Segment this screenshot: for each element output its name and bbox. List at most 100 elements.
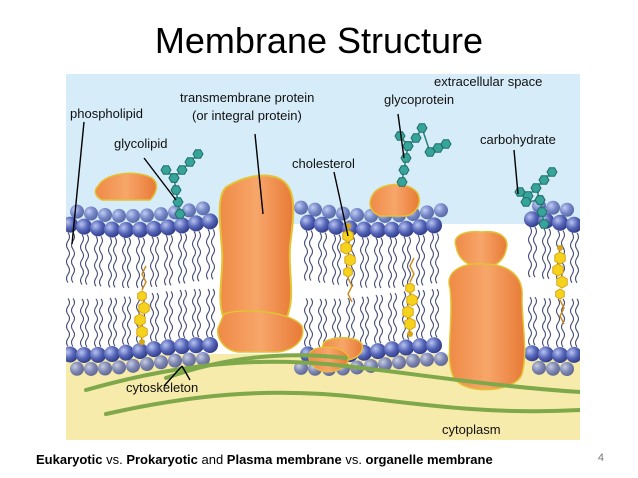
lipid-tail	[555, 298, 561, 348]
lipid-tail	[70, 298, 76, 347]
lipid-tail	[401, 236, 407, 288]
phospholipid-head	[406, 353, 420, 368]
sugar-unit	[440, 139, 452, 149]
lipid-tail	[359, 237, 365, 288]
lipid-tail	[317, 298, 323, 348]
phospholipid-head	[70, 361, 84, 376]
lipid-tail	[126, 237, 132, 289]
lipid-tail	[336, 234, 342, 286]
phospholipid-head	[182, 352, 196, 367]
cholesterol-molecules	[134, 223, 568, 345]
channel-protein-right	[448, 230, 526, 391]
phospholipid-head	[322, 204, 336, 219]
lipid-tail	[196, 231, 202, 282]
sugar-unit	[410, 133, 422, 143]
lipid-tail	[98, 298, 104, 348]
phospholipid-head	[70, 204, 84, 219]
cholesterol-ring	[554, 251, 566, 265]
carbohydrate-label: carbohydrate	[480, 132, 556, 147]
phospholipid-head	[532, 360, 546, 375]
lipid-tail	[303, 230, 309, 281]
phospholipid-head	[356, 221, 372, 238]
lipid-tail	[415, 234, 421, 286]
lipid-tail	[415, 289, 421, 339]
leader-lines	[71, 113, 519, 387]
phospholipid-head	[384, 221, 400, 238]
phospholipid-head	[196, 352, 210, 367]
lipid-tail	[126, 296, 132, 345]
sugar-unit	[174, 209, 186, 219]
lipid-tail	[420, 289, 426, 339]
lipid-tail	[107, 237, 113, 288]
phospholipid-head	[412, 219, 428, 236]
phospholipid-head	[118, 344, 134, 361]
phospholipid-head	[538, 346, 554, 363]
cholesterol-ring	[555, 288, 565, 300]
sugar-unit	[432, 143, 444, 153]
lipid-tail	[322, 232, 328, 284]
lipid-tail	[112, 297, 118, 347]
phospholipid-head	[378, 357, 392, 372]
lipid-tail	[420, 234, 426, 286]
cholesterol-molecule	[402, 257, 418, 337]
sugar-unit	[534, 195, 546, 205]
cholesterol-tail	[409, 257, 415, 283]
lipid-tail	[331, 234, 337, 286]
phospholipid-head	[300, 214, 316, 231]
phospholipid-head	[174, 338, 190, 355]
phospholipid-head	[546, 361, 560, 376]
phospholipid-head	[188, 215, 204, 232]
sugar-unit	[416, 123, 428, 133]
lipid-tail	[378, 294, 384, 344]
phospholipid-head	[146, 220, 162, 237]
lipid-tail	[93, 235, 99, 287]
sugar-unit	[192, 149, 204, 159]
lipid-tail	[79, 298, 85, 348]
sugar-unit	[538, 175, 550, 185]
lipid-tail	[140, 237, 146, 289]
phospholipid-head	[76, 218, 92, 235]
cholesterol-oh	[407, 331, 413, 337]
sugar-unit	[394, 131, 406, 141]
page-number: 4	[597, 452, 604, 464]
transmembrane-protein	[218, 174, 295, 333]
lipid-tail	[434, 233, 440, 284]
footer-vs-2: vs.	[341, 452, 366, 467]
lipid-tail	[574, 298, 580, 348]
phospholipid-head	[384, 341, 400, 358]
phospholipid-head	[126, 208, 140, 223]
footer-plasma-membrane: Plasma membrane	[226, 452, 342, 467]
inner-protein-bottom	[216, 310, 364, 361]
lipid-tail	[66, 298, 71, 347]
cholesterol-tail	[559, 299, 565, 325]
phospholipid-head	[112, 208, 126, 223]
phospholipid-head	[524, 345, 540, 362]
phospholipid-head	[104, 221, 120, 238]
phospholipid-label: phospholipid	[70, 106, 143, 121]
lipid-tail	[546, 228, 552, 280]
peripheral-protein-left	[94, 172, 158, 201]
phospholipid-head	[426, 337, 442, 354]
lipid-tail	[569, 298, 575, 348]
phospholipid-head	[132, 342, 148, 359]
sugar-unit	[168, 173, 180, 183]
lipid-tail	[163, 291, 169, 340]
lipid-tail	[163, 235, 169, 286]
cholesterol-tail	[141, 265, 147, 291]
phospholipid-head	[160, 219, 176, 236]
phospholipid-head	[90, 346, 106, 363]
cholesterol-molecule	[552, 245, 568, 325]
lipid-tail	[121, 237, 127, 289]
lipid-tail	[84, 234, 90, 285]
phospholipid-head	[412, 338, 428, 355]
cytoskeleton-fibers	[84, 353, 580, 416]
phospholipid-head	[66, 346, 78, 363]
sugar-unit	[400, 153, 412, 163]
phospholipid-head	[398, 339, 414, 356]
cholesterol-ring	[138, 301, 150, 315]
lipid-tail	[66, 232, 71, 283]
phospholipid-head	[196, 201, 210, 216]
sugar-unit	[184, 157, 196, 167]
glycolipid-label: glycolipid	[114, 136, 167, 151]
phospholipid-head	[132, 221, 148, 238]
